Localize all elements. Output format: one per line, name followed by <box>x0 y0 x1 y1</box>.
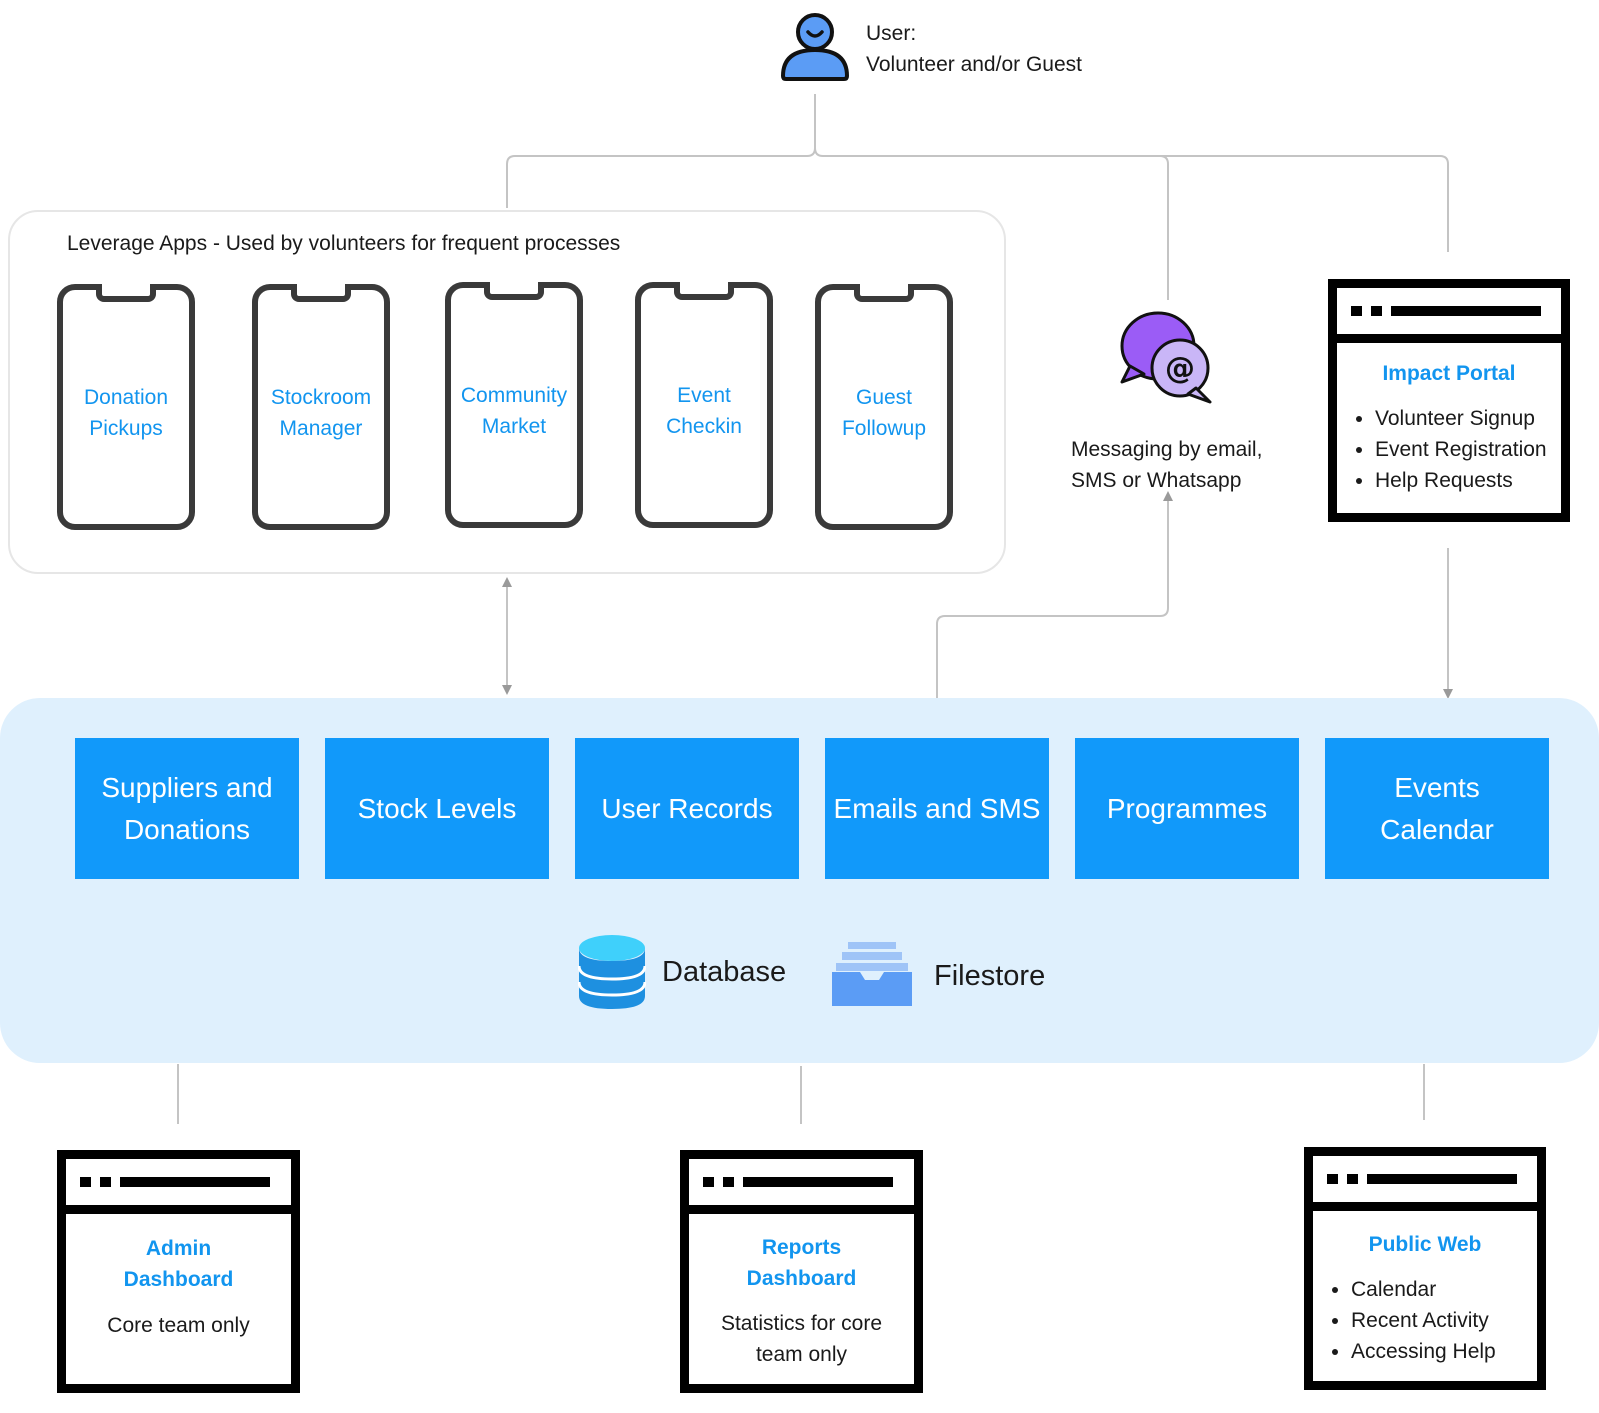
leverage-apps-group: Leverage Apps - Used by volunteers for f… <box>8 210 1006 574</box>
window-dot <box>80 1177 91 1187</box>
reports-dashboard-title: Reports Dashboard <box>689 1232 914 1294</box>
app-label: Donation Pickups <box>83 386 169 440</box>
leverage-apps-title: Leverage Apps - Used by volunteers for f… <box>67 232 621 255</box>
phone-notch <box>854 284 914 302</box>
reports-dashboard-window[interactable]: Reports Dashboard Statistics for core te… <box>680 1150 923 1393</box>
window-dot <box>100 1177 111 1187</box>
window-dot <box>1347 1174 1358 1184</box>
reports-dashboard-subtitle-line1: Statistics for core <box>720 1312 883 1335</box>
impact-portal-window[interactable]: Impact Portal Volunteer Signup Event Reg… <box>1328 279 1570 522</box>
window-dot <box>703 1177 714 1187</box>
window-dot <box>1327 1174 1338 1184</box>
app-label: Community Market <box>460 384 568 438</box>
app-label: Stockroom Manager <box>270 386 372 440</box>
impact-portal-title: Impact Portal <box>1382 362 1516 385</box>
database-icon <box>578 935 646 1009</box>
tile-stock-levels[interactable]: Stock Levels <box>325 738 549 879</box>
window-address-bar <box>743 1177 893 1187</box>
list-item: Help Requests <box>1375 465 1547 496</box>
public-web-list: Calendar Recent Activity Accessing Help <box>1321 1274 1496 1367</box>
window-title-bar <box>66 1159 291 1214</box>
list-item: Event Registration <box>1375 434 1547 465</box>
database-label: Database <box>662 956 787 988</box>
list-item: Calendar <box>1351 1274 1496 1305</box>
tile-programmes[interactable]: Programmes <box>1075 738 1299 879</box>
app-guest-followup[interactable]: Guest Followup <box>815 284 953 530</box>
list-item: Volunteer Signup <box>1375 403 1547 434</box>
messaging-label-line2: SMS or Whatsapp <box>1071 469 1242 492</box>
window-address-bar <box>1391 306 1541 316</box>
backend-data-layer: Suppliers and Donations Stock Levels Use… <box>0 698 1599 1063</box>
window-dot <box>723 1177 734 1187</box>
window-dot <box>1351 306 1362 316</box>
tile-user-records[interactable]: User Records <box>575 738 799 879</box>
reports-dashboard-title-line2: Dashboard <box>746 1267 857 1290</box>
app-label: Event Checkin <box>666 384 742 438</box>
phone-notch <box>96 284 156 302</box>
chat-bubbles-icon: @ <box>1120 311 1212 404</box>
user-label-line1: User: <box>866 22 917 45</box>
svg-text:@: @ <box>1165 351 1195 386</box>
messaging-label-line1: Messaging by email, <box>1071 438 1263 461</box>
tile-emails-sms[interactable]: Emails and SMS <box>825 738 1049 879</box>
list-item: Recent Activity <box>1351 1305 1496 1336</box>
reports-dashboard-subtitle: Statistics for core team only <box>689 1308 914 1370</box>
window-title-bar <box>1313 1156 1537 1211</box>
reports-dashboard-title-line1: Reports <box>761 1236 842 1259</box>
user-label-line2: Volunteer and/or Guest <box>866 53 1082 76</box>
public-web-title: Public Web <box>1368 1233 1482 1256</box>
user-icon <box>780 13 850 81</box>
window-address-bar <box>1367 1174 1517 1184</box>
filestore-label: Filestore <box>934 960 1046 992</box>
messaging-label: Messaging by email, SMS or Whatsapp <box>1071 434 1311 496</box>
app-event-checkin[interactable]: Event Checkin <box>635 282 773 528</box>
admin-dashboard-title-line2: Dashboard <box>123 1268 234 1291</box>
window-title-bar <box>1337 288 1561 343</box>
user-label: User: Volunteer and/or Guest <box>866 18 1082 80</box>
tile-suppliers-donations[interactable]: Suppliers and Donations <box>75 738 299 879</box>
window-address-bar <box>120 1177 270 1187</box>
tile-events-calendar[interactable]: Events Calendar <box>1325 738 1549 879</box>
public-web-window[interactable]: Public Web Calendar Recent Activity Acce… <box>1304 1147 1546 1390</box>
user-trunk-line <box>506 94 816 208</box>
phone-notch <box>484 282 544 300</box>
admin-dashboard-window[interactable]: Admin Dashboard Core team only <box>57 1150 300 1393</box>
window-title-bar <box>689 1159 914 1214</box>
window-dot <box>1371 306 1382 316</box>
app-stockroom-manager[interactable]: Stockroom Manager <box>252 284 390 530</box>
admin-dashboard-title: Admin Dashboard <box>66 1233 291 1295</box>
app-donation-pickups[interactable]: Donation Pickups <box>57 284 195 530</box>
app-community-market[interactable]: Community Market <box>445 282 583 528</box>
admin-dashboard-title-line1: Admin <box>145 1237 212 1260</box>
admin-dashboard-subtitle: Core team only <box>107 1314 250 1337</box>
app-label: Guest Followup <box>841 386 927 440</box>
filestore-icon <box>832 942 912 1006</box>
impact-portal-list: Volunteer Signup Event Registration Help… <box>1345 403 1547 496</box>
user-to-portal-line <box>1160 155 1449 252</box>
list-item: Accessing Help <box>1351 1336 1496 1367</box>
reports-dashboard-subtitle-line2: team only <box>755 1343 848 1366</box>
emails-to-messaging-line <box>936 491 1173 738</box>
phone-notch <box>291 284 351 302</box>
phone-notch <box>674 282 734 300</box>
